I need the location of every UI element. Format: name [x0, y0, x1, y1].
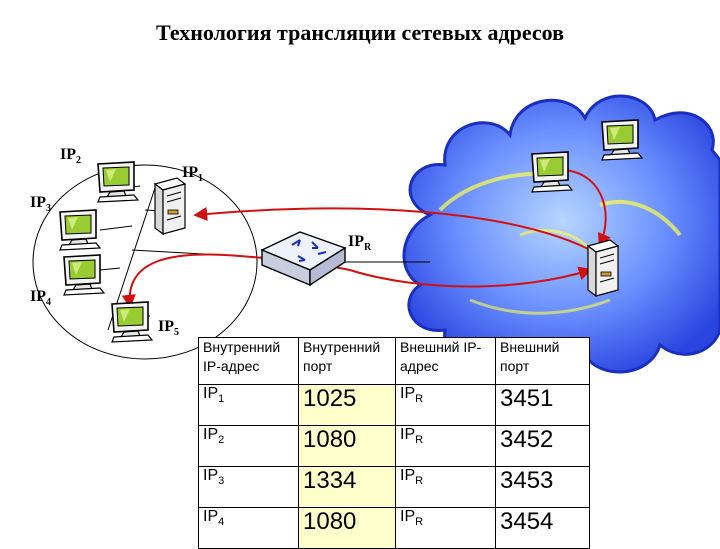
cell-external-port: 3454	[495, 507, 590, 549]
cell-external-port: 3453	[495, 466, 590, 508]
cell-internal-ip: IP1	[198, 384, 299, 426]
internet-cloud	[402, 94, 720, 375]
cell-external-ip: IPR	[395, 466, 496, 508]
table-row: IP3 1334 IPR 3453	[198, 466, 590, 508]
cell-internal-port: 1080	[298, 425, 396, 467]
header-external-ip: Внешний IP-адрес	[395, 337, 496, 385]
table-row: IP2 1080 IPR 3452	[198, 425, 590, 467]
cell-external-ip: IPR	[395, 425, 496, 467]
nat-router-icon	[260, 231, 347, 287]
page-title: Технология трансляции сетевых адресов	[156, 20, 564, 45]
computer-ip3-icon	[59, 209, 101, 251]
cell-external-ip: IPR	[395, 507, 496, 549]
header-internal-ip: Внутренний IP-адрес	[198, 337, 299, 385]
table-row: IP1 1025 IPR 3451	[198, 384, 590, 426]
server-ip1-icon	[154, 177, 186, 235]
arrow-cloud-to-server	[559, 169, 611, 248]
computer-ip2-icon	[97, 161, 139, 203]
cell-internal-port: 1080	[298, 507, 396, 549]
local-network-boundary	[32, 164, 258, 360]
cell-internal-port: 1025	[298, 384, 396, 426]
cell-internal-ip: IP2	[198, 425, 299, 467]
nat-translation-table: Внутренний IP-адрес Внутренний порт Внеш…	[198, 337, 590, 549]
label-ip5: IP5	[158, 318, 179, 339]
header-external-port: Внешний порт	[495, 337, 590, 385]
label-ip4: IP4	[30, 288, 51, 309]
cell-external-port: 3452	[495, 425, 590, 467]
remote-server-icon	[587, 239, 619, 297]
cell-internal-ip: IP4	[198, 507, 299, 549]
arrow-router-to-server	[349, 266, 593, 288]
arrow-server-to-router	[193, 207, 601, 256]
label-ip2: IP2	[60, 146, 81, 167]
cell-external-ip: IPR	[395, 384, 496, 426]
computer-ip5-icon	[111, 301, 153, 343]
label-ip1: IP1	[182, 164, 203, 185]
computer-ip4-icon	[63, 254, 105, 296]
cell-internal-port: 1334	[298, 466, 396, 508]
table-header-row: Внутренний IP-адрес Внутренний порт Внеш…	[198, 337, 590, 385]
cell-external-port: 3451	[495, 384, 590, 426]
cell-internal-ip: IP3	[198, 466, 299, 508]
label-ip3: IP3	[30, 194, 51, 215]
label-ipr: IPR	[348, 233, 372, 254]
header-internal-port: Внутренний порт	[298, 337, 396, 385]
table-row: IP4 1080 IPR 3454	[198, 507, 590, 549]
